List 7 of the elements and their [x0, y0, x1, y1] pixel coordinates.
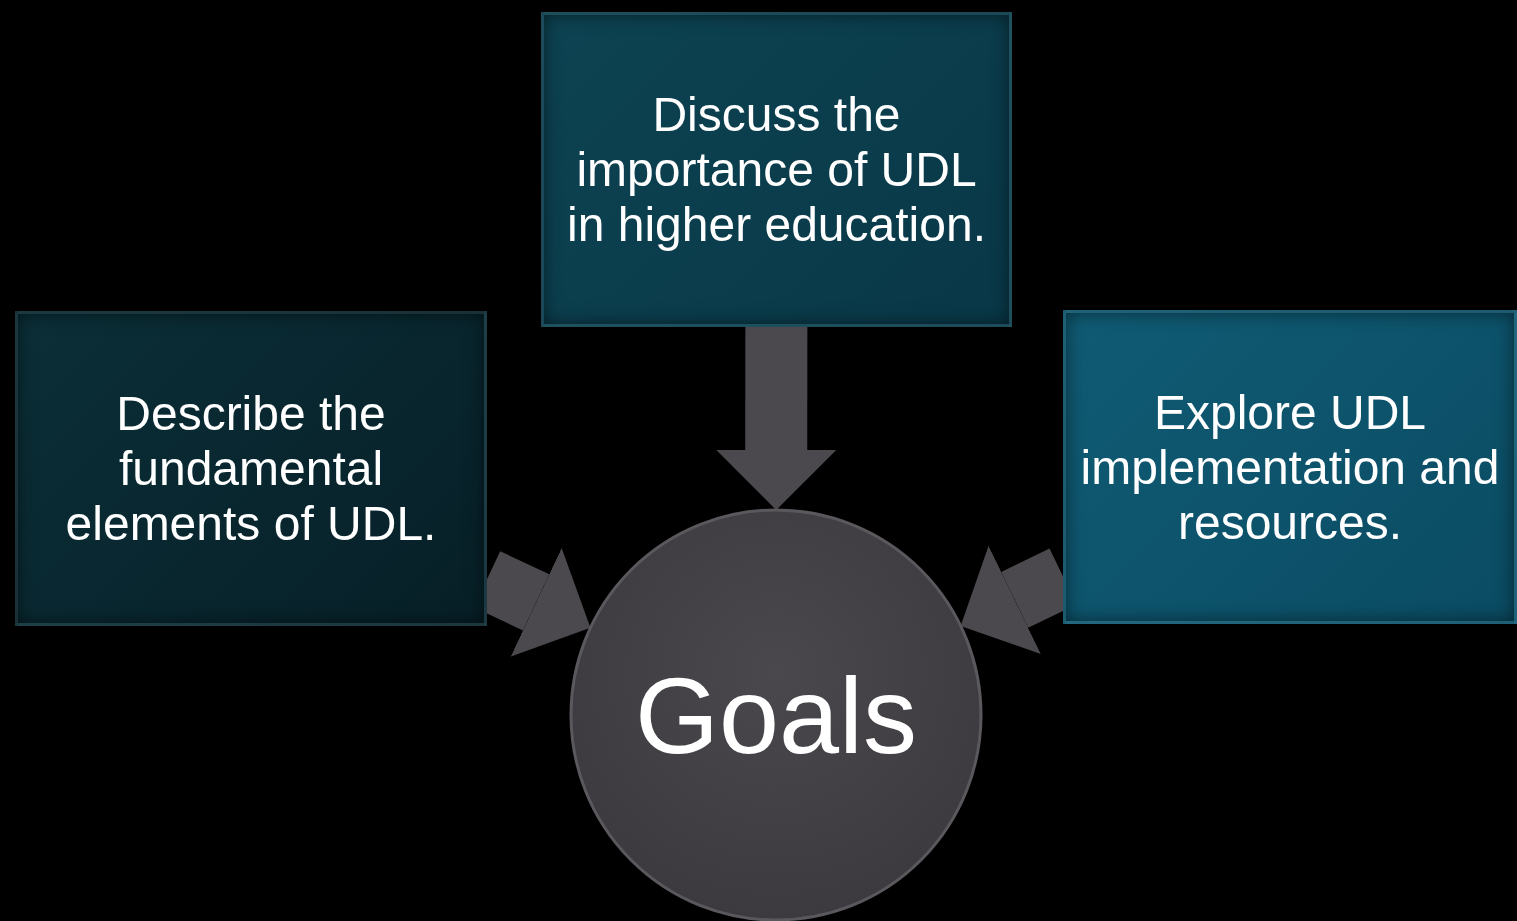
box-text: Explore UDL implementation and resources.: [1079, 384, 1501, 550]
box-text: Describe the fundamental elements of UDL.: [64, 386, 438, 551]
circle-label: Goals: [634, 653, 918, 778]
goal-box: [1063, 310, 1517, 624]
goal-box: [541, 12, 1012, 327]
goal-box: [15, 311, 487, 626]
box-text: Discuss the importance of UDL in higher education.: [566, 87, 987, 252]
